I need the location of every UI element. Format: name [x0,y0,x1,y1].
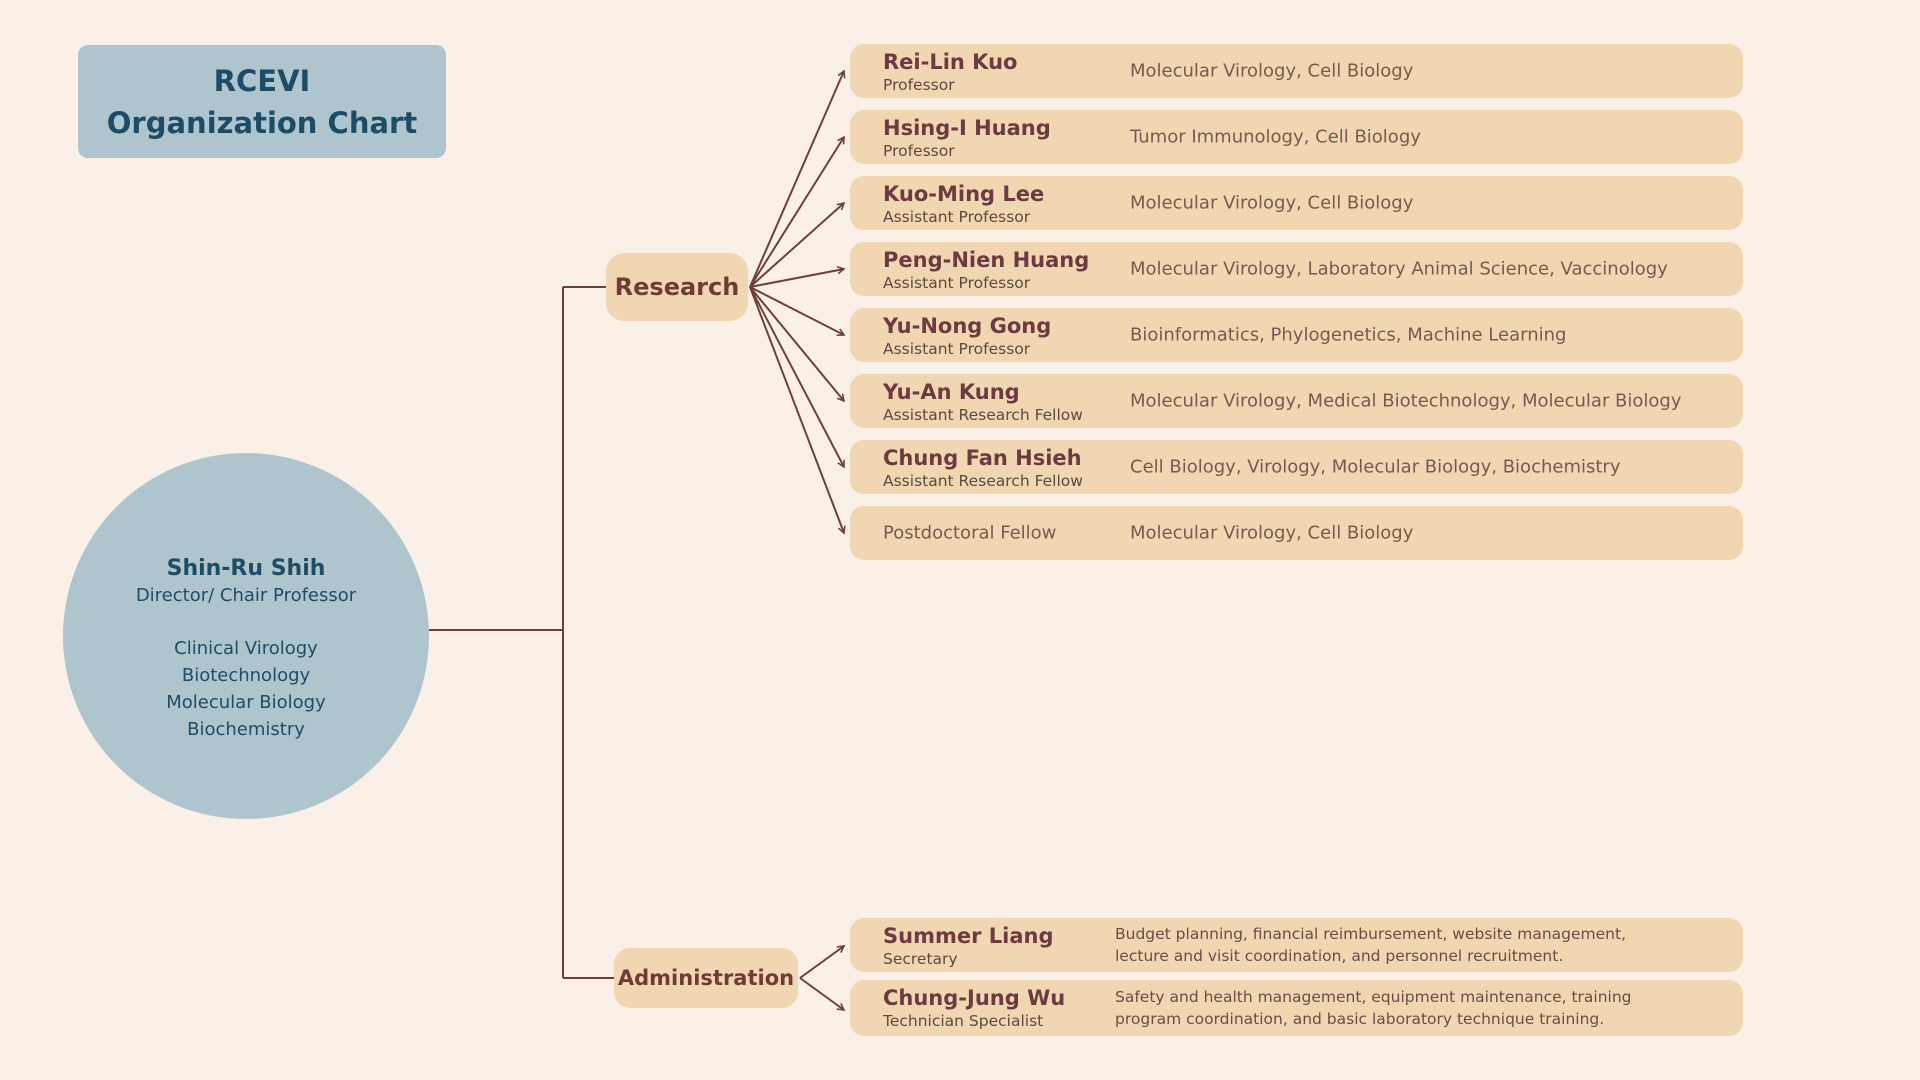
connector-arrow [749,286,844,401]
member-name: Yu-Nong Gong [883,314,1052,338]
member-name: Peng-Nien Huang [883,248,1090,272]
connector-arrow [749,286,844,533]
member-specialties: Bioinformatics, Phylogenetics, Machine L… [1130,324,1567,346]
member-name: Summer Liang [883,924,1054,948]
member-role: Professor [883,76,955,94]
member-name: Kuo-Ming Lee [883,182,1045,206]
member-description: Safety and health management, equipment … [1115,988,1632,1028]
member-specialties: Cell Biology, Virology, Molecular Biolog… [1130,456,1621,478]
connector-arrow [799,977,844,1010]
member-specialties: Tumor Immunology, Cell Biology [1130,126,1421,148]
connector-arrow [749,71,844,288]
chart-title-line1: RCEVI [213,63,311,98]
member-specialties: Molecular Virology, Cell Biology [1130,522,1414,544]
member-role: Assistant Professor [883,208,1031,226]
member-role: Assistant Professor [883,274,1031,292]
member-name: Rei-Lin Kuo [883,50,1018,74]
spacer [63,609,429,635]
connector-arrow [749,269,844,288]
member-description: Budget planning, financial reimbursement… [1115,925,1627,965]
member-name: Yu-An Kung [883,380,1020,404]
member-role: Assistant Research Fellow [883,406,1083,424]
director-specialty: Biotechnology [181,665,311,686]
research-branch-node: Research [606,253,748,321]
director-specialty: Biochemistry [187,719,305,740]
member-role: Postdoctoral Fellow [883,522,1057,544]
member-name: Chung Fan Hsieh [883,446,1082,470]
administration-member-row: Chung-Jung Wu Technician Specialist Safety… [850,980,1743,1036]
connector-arrow [749,286,844,467]
connector-arrow [749,137,844,288]
director-role: Director/ Chair Professor [135,585,357,606]
member-role: Assistant Research Fellow [883,472,1083,490]
connector-arrow [749,203,844,288]
member-specialties: Molecular Virology, Laboratory Animal Sc… [1130,258,1668,280]
member-role: Secretary [883,950,958,968]
director-name: Shin-Ru Shih [166,556,326,581]
director-node: Shin-Ru Shih Director/ Chair Professor C… [63,453,429,819]
member-name: Hsing-I Huang [883,116,1051,140]
member-role: Technician Specialist [883,1012,1044,1030]
member-role: Assistant Professor [883,340,1031,358]
member-role: Professor [883,142,955,160]
connector-arrow [799,946,844,979]
connector-arrow [749,286,844,335]
member-cell: Chung-Jung Wu Technician Specialist [883,985,1065,1032]
director-specialty: Molecular Biology [166,692,326,713]
chart-title-line2: Organization Chart [106,105,418,140]
director-specialty: Clinical Virology [174,638,318,659]
research-member-row: Postdoctoral Fellow Molecular Virology, C… [850,506,1743,560]
administration-branch-node: Administration [614,948,798,1008]
member-name: Chung-Jung Wu [883,986,1066,1010]
member-specialties: Molecular Virology, Cell Biology [1130,192,1414,214]
chart-title: RCEVI Organization Chart [78,45,446,158]
member-specialties: Molecular Virology, Cell Biology [1130,60,1414,82]
member-specialties: Molecular Virology, Medical Biotechnolog… [1130,390,1682,412]
